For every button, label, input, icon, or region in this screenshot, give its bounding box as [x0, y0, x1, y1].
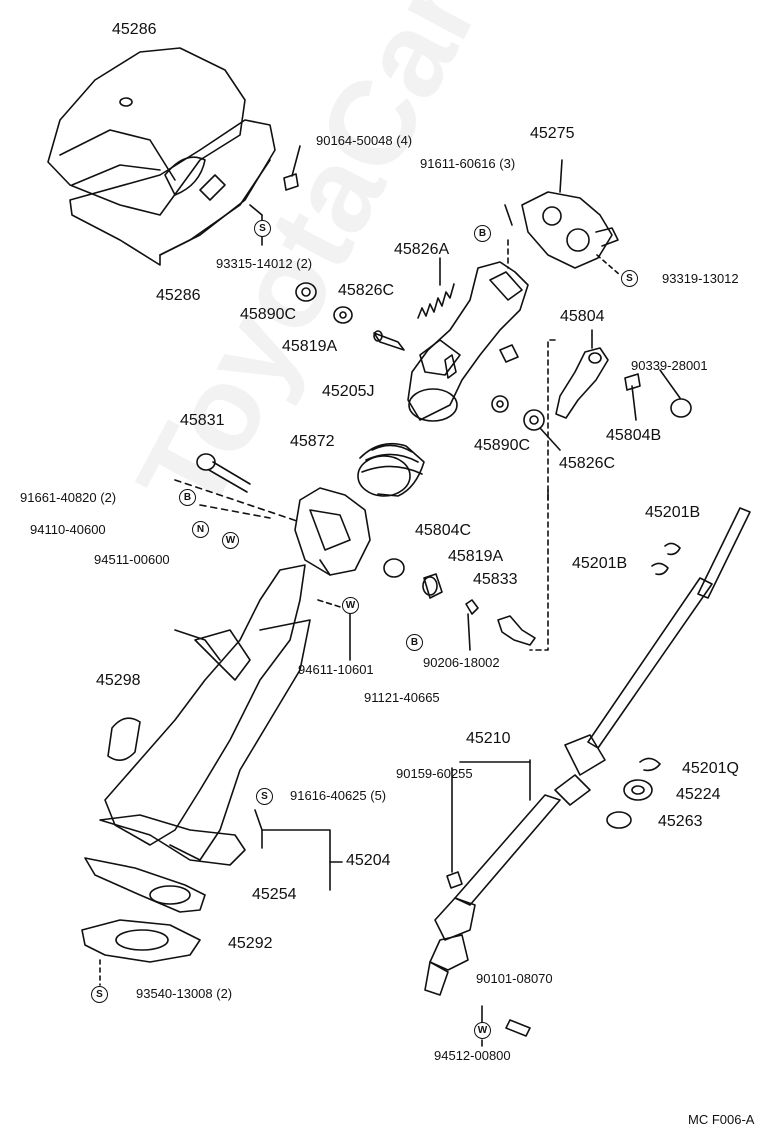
label-91611: 91611-60616 (3) — [420, 156, 516, 171]
label-90164: 90164-50048 (4) — [316, 133, 413, 148]
label-45804C: 45804C — [415, 522, 472, 539]
label-90101: 90101-08070 — [476, 971, 553, 986]
lock-body-45205J — [407, 261, 529, 422]
spring-45826A — [417, 257, 455, 319]
label-91616: 91616-40625 (5) — [290, 788, 387, 803]
label-93319: 93319-13012 — [662, 271, 739, 286]
grommet-45298 — [107, 717, 141, 761]
label-45204: 45204 — [346, 852, 391, 869]
symbol-s-icon: S — [621, 270, 638, 287]
label-45298: 45298 — [96, 672, 141, 689]
label-90339: 90339-28001 — [631, 358, 708, 373]
bolt-45804B — [624, 373, 641, 421]
clip-45201Q — [639, 757, 661, 772]
label-94512: 94512-00800 — [434, 1048, 511, 1063]
label-45833: 45833 — [473, 571, 518, 588]
washer-45804C — [383, 558, 405, 578]
nut-45826C-lower — [523, 409, 545, 431]
nut-45890C-lower — [491, 395, 509, 413]
label-91121: 91121-40665 — [364, 690, 440, 705]
gasket-45254 — [84, 857, 206, 913]
label-94611: 94611-10601 — [298, 662, 374, 677]
label-45292: 45292 — [228, 935, 273, 952]
tilt-bracket — [294, 487, 371, 576]
symbol-w-icon: W — [474, 1022, 491, 1039]
figure-code: MC F006-A — [688, 1112, 755, 1127]
pin-45819A-top — [373, 330, 405, 351]
cover-plate-45292 — [81, 919, 201, 963]
label-45890C-lower: 45890C — [474, 437, 531, 454]
symbol-s-icon: S — [91, 986, 108, 1003]
label-45205J: 45205J — [322, 383, 375, 400]
label-45286-top: 45286 — [112, 21, 157, 38]
symbol-b-icon: B — [406, 634, 423, 651]
clip-45201B-lower — [651, 562, 669, 576]
label-45210: 45210 — [466, 730, 511, 747]
bolt-45831 — [196, 453, 251, 493]
label-45201B-upper: 45201B — [645, 504, 701, 521]
main-shaft-45210 — [424, 507, 751, 996]
label-45286-bottom: 45286 — [156, 287, 201, 304]
label-90206: 90206-18002 — [423, 655, 500, 670]
symbol-b-icon: B — [179, 489, 196, 506]
label-91661: 91661-40820 (2) — [20, 490, 117, 505]
nut-45826C-top — [295, 282, 317, 302]
symbol-w-icon: W — [342, 597, 359, 614]
label-94110: 94110-40600 — [30, 522, 106, 537]
bolt-90159 — [446, 871, 463, 889]
nut-45263 — [606, 811, 632, 829]
label-45804: 45804 — [560, 308, 605, 325]
clip-45201B-upper — [664, 542, 681, 556]
screw-90164 — [283, 145, 301, 191]
label-45831: 45831 — [180, 412, 225, 429]
symbol-s-icon: S — [256, 788, 273, 805]
column-tube-45204 — [99, 564, 311, 866]
symbol-w-icon: W — [222, 532, 239, 549]
label-45804B: 45804B — [606, 427, 662, 444]
label-90159: 90159-60255 — [396, 766, 473, 781]
label-45872: 45872 — [290, 433, 335, 450]
label-45201B-lower: 45201B — [572, 555, 628, 572]
bolt-90101 — [505, 1019, 531, 1037]
label-45275: 45275 — [530, 125, 575, 142]
nut-45890C-top — [333, 306, 353, 324]
label-93315: 93315-14012 (2) — [216, 256, 313, 271]
label-45890C-top: 45890C — [240, 306, 297, 323]
label-94511: 94511-00600 — [94, 552, 170, 567]
label-45826C-top: 45826C — [338, 282, 395, 299]
label-45819A-lower: 45819A — [448, 548, 504, 565]
label-45263: 45263 — [658, 813, 703, 830]
symbol-n-icon: N — [192, 521, 209, 538]
knob-90339 — [670, 398, 692, 418]
label-45826A: 45826A — [394, 241, 450, 258]
label-45201Q: 45201Q — [682, 760, 739, 777]
label-45826C-lower: 45826C — [559, 455, 616, 472]
label-45224: 45224 — [676, 786, 721, 803]
clip-90206 — [465, 599, 479, 615]
upper-column-cover — [47, 47, 246, 216]
bearing-45224 — [623, 779, 653, 801]
bellows-45872 — [357, 442, 425, 497]
label-93540: 93540-13008 (2) — [136, 986, 233, 1001]
symbol-s-icon: S — [254, 220, 271, 237]
label-45819A-top: 45819A — [282, 338, 338, 355]
lower-column-cover — [69, 119, 276, 266]
bushing-45819A-lower — [422, 573, 443, 599]
label-45254: 45254 — [252, 886, 297, 903]
tilt-lever-45804 — [555, 347, 609, 419]
bolt-45833 — [497, 615, 536, 646]
symbol-b-icon: B — [474, 225, 491, 242]
steering-lock-housing — [521, 159, 619, 269]
